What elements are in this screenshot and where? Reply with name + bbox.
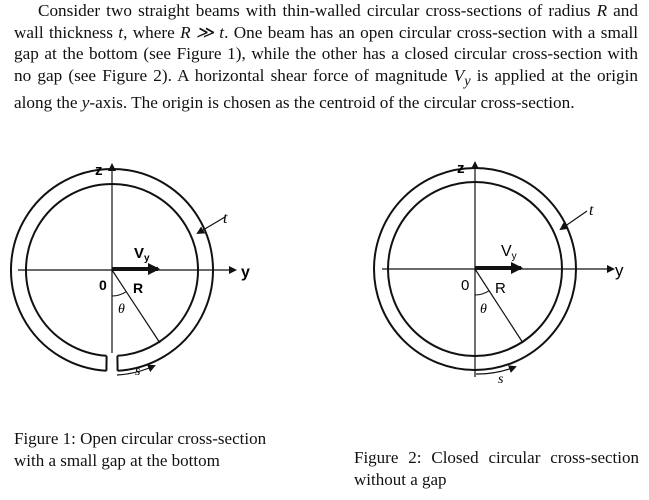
z-axis-label: z	[457, 160, 465, 177]
inner-wall-arc	[25, 183, 199, 357]
outer-wall-circle	[373, 167, 577, 371]
figure-1-caption: Figure 1: Open circular cross-section wi…	[14, 429, 267, 470]
math-condition: R ≫ t	[180, 22, 225, 42]
math-v: V	[453, 65, 465, 85]
text-run: . One beam has an open circular cross-se…	[14, 22, 638, 85]
force-label: Vy	[501, 243, 517, 262]
arc-length-label: s	[498, 372, 504, 387]
thickness-pointer	[196, 216, 226, 235]
angle-arc	[474, 290, 490, 296]
arc-length-label: s	[135, 364, 141, 379]
y-axis-label: y	[615, 261, 624, 280]
math-r: R	[596, 1, 608, 20]
y-axis-label: y	[241, 264, 250, 281]
math-t: t	[118, 22, 124, 42]
angle-label: θ	[118, 302, 125, 317]
thickness-label: t	[223, 210, 228, 227]
figure-2: z y 0 Vy R θ t s	[355, 145, 649, 394]
text-run: -axis. The origin is chosen as the centr…	[89, 93, 575, 113]
force-label-subscript: y	[512, 251, 517, 262]
problem-statement: Consider two straight beams with thin-wa…	[14, 0, 638, 114]
outer-wall-arc	[10, 168, 214, 372]
figure-1-diagram: z y 0 Vy R θ t s	[10, 162, 250, 379]
origin-label: 0	[461, 277, 469, 294]
z-axis-label: z	[95, 162, 103, 179]
radius-label: R	[133, 280, 143, 296]
inner-wall-circle	[387, 181, 563, 357]
text-run: is applied at the origin along the	[14, 65, 638, 113]
text-run: and wall thickness	[14, 1, 638, 42]
radius-line	[474, 268, 524, 344]
force-label-main: V	[501, 243, 512, 260]
force-label: Vy	[134, 245, 150, 264]
origin-label: 0	[99, 277, 107, 293]
radius-label: R	[495, 280, 506, 297]
s-direction-arrow	[116, 364, 156, 376]
math-v-subscript: y	[464, 72, 471, 89]
figure-2-diagram: z y 0 Vy R θ t s	[373, 160, 624, 387]
thickness-label: t	[589, 202, 594, 219]
text-run: Consider two straight beams with thin-wa…	[38, 1, 597, 20]
text-run: , where	[123, 22, 181, 42]
figure-2-caption: Figure 2: Closed circular cross-section …	[354, 448, 639, 489]
radius-line	[111, 269, 161, 344]
figure-1: z y 0 Vy R θ t s	[0, 145, 290, 389]
force-label-subscript: y	[144, 253, 150, 264]
force-label-main: V	[134, 245, 144, 262]
thickness-pointer	[559, 210, 588, 231]
angle-arc	[111, 291, 127, 297]
math-y: y	[81, 93, 90, 113]
s-direction-arrow	[475, 365, 517, 375]
angle-label: θ	[480, 302, 487, 317]
